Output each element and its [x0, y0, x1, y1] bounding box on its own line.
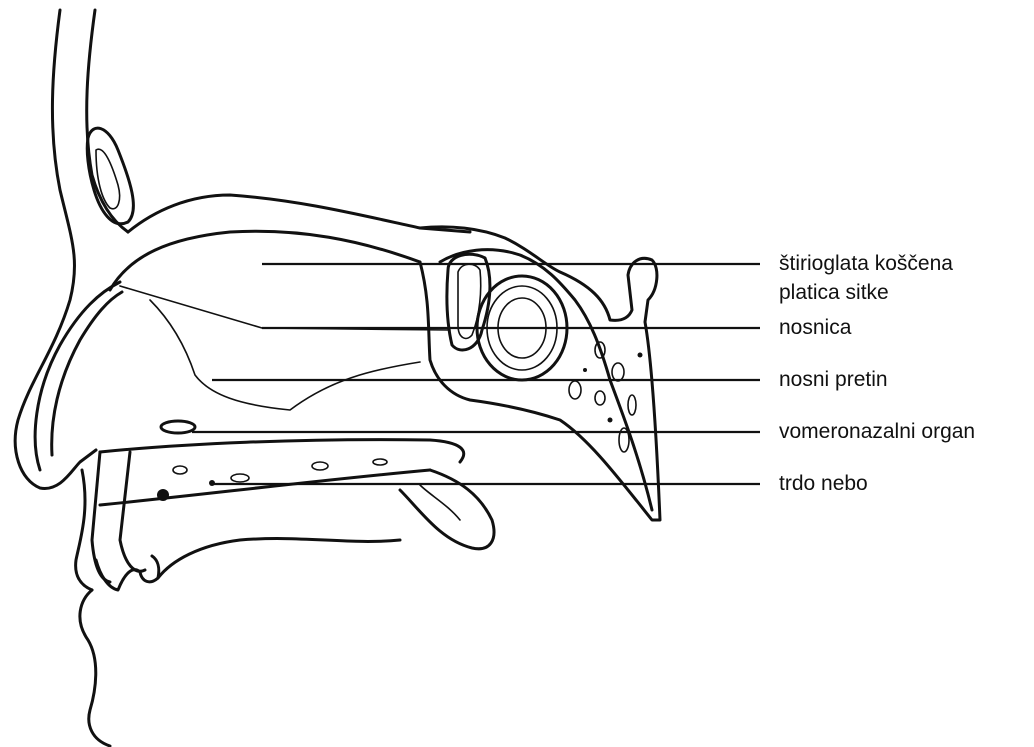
frontal-sinus-inner: [96, 149, 120, 209]
label-cribriform-plate-line2: platica sitke: [779, 281, 889, 304]
nasal-bone-inner-wall: [110, 231, 420, 290]
hard-palate-lower: [100, 470, 430, 505]
chin-outline: [80, 590, 110, 746]
face-profile-outline: [15, 10, 96, 488]
palate-bone-front: [92, 452, 110, 582]
hard-palate-upper: [100, 440, 464, 462]
soft-palate-detail: [420, 485, 460, 520]
vomeronasal-organ-shape: [161, 421, 195, 433]
label-nasal-vestibule: nosni pretin: [779, 368, 888, 391]
nasal-cavity-inner-contour: [52, 292, 122, 455]
label-vomeronasal-organ: vomeronazalni organ: [779, 420, 975, 443]
turbinate-line: [150, 300, 420, 410]
frontal-sinus: [87, 128, 133, 224]
label-cribriform-plate-line1: štirioglata koščena: [779, 252, 953, 275]
lower-jaw-inner: [158, 539, 400, 578]
nasal-bone-outer-wall: [128, 195, 470, 232]
soft-palate: [400, 470, 494, 549]
nasal-cavity-outer-contour: [35, 282, 120, 470]
upper-lip: [76, 470, 92, 590]
label-nostril: nosnica: [779, 316, 852, 339]
nasal-skin-inner-line: [87, 10, 128, 232]
label-hard-palate: trdo nebo: [779, 472, 868, 495]
palate-bone-back: [120, 452, 145, 571]
